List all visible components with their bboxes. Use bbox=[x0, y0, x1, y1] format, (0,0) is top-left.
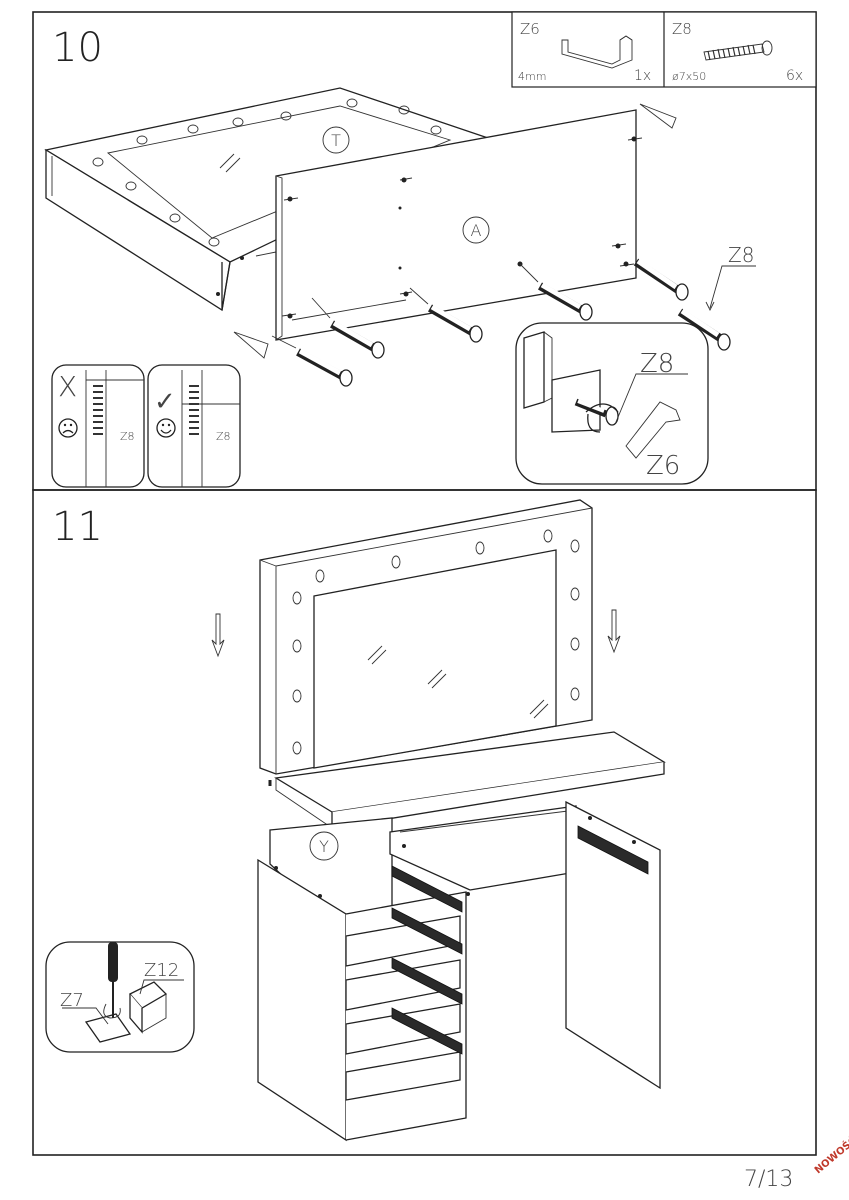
drawer-rail bbox=[391, 825, 649, 1055]
part-z6-qty: 1x bbox=[634, 68, 651, 84]
screwdriver-icon bbox=[108, 942, 118, 1018]
right-tip: ✓ Z8 bbox=[147, 364, 241, 488]
dowel-screw bbox=[311, 297, 385, 359]
parts-legend: Z6 4mm 1x Z8 ø7x50 6x bbox=[511, 11, 817, 88]
panel-t-label: T bbox=[331, 131, 341, 150]
allen-key-icon bbox=[625, 401, 681, 459]
detail-z8-label: Z8 bbox=[640, 349, 674, 379]
part-z8-qty: 6x bbox=[786, 68, 803, 84]
sad-face-icon bbox=[58, 418, 78, 438]
step-11-frame bbox=[32, 489, 817, 1156]
part-z6-size: 4mm bbox=[518, 70, 546, 83]
wrong-mark: X bbox=[58, 370, 77, 403]
desk-body: Y bbox=[257, 800, 661, 1142]
happy-face-icon bbox=[156, 418, 176, 438]
step-10-number: 10 bbox=[52, 25, 103, 71]
back-panel-a: A bbox=[275, 109, 643, 341]
page-number: 7/13 bbox=[744, 1167, 793, 1192]
light-hole bbox=[92, 98, 442, 247]
arrow-icon bbox=[233, 331, 269, 359]
wrong-tip-label: Z8 bbox=[120, 430, 135, 443]
wooden-dowel-screw-icon bbox=[703, 40, 773, 61]
allen-key-icon bbox=[561, 35, 633, 69]
part-z8: Z8 ø7x50 6x bbox=[672, 20, 803, 84]
detail-z8-z6: Z8 Z6 bbox=[515, 322, 709, 485]
new-badge: NOWOŚĆ bbox=[812, 1134, 849, 1177]
dowel-screw bbox=[633, 258, 689, 301]
detail-z7-label: Z7 bbox=[60, 990, 84, 1011]
detail-z7-z12: Z7 Z12 bbox=[45, 941, 195, 1053]
dowel-screw bbox=[271, 335, 353, 387]
part-z6: Z6 4mm 1x bbox=[518, 20, 651, 84]
dowel-screw bbox=[677, 308, 731, 351]
wrong-tip: X Z8 bbox=[51, 364, 145, 488]
arrow-icon bbox=[639, 103, 677, 129]
right-tip-label: Z8 bbox=[216, 430, 231, 443]
dowel-screw bbox=[409, 287, 483, 343]
dowel-screws-z8 bbox=[271, 258, 731, 387]
top-panel-t: T bbox=[44, 87, 490, 312]
part-z6-code: Z6 bbox=[520, 20, 540, 38]
top-shelf bbox=[268, 731, 666, 829]
part-z8-code: Z8 bbox=[672, 20, 692, 38]
callout-z8: Z8 bbox=[705, 243, 756, 312]
right-mark: ✓ bbox=[154, 387, 176, 417]
callout-z8-label: Z8 bbox=[728, 243, 754, 267]
part-z8-size: ø7x50 bbox=[672, 70, 706, 83]
mirror-frame bbox=[259, 499, 593, 775]
step-11-number: 11 bbox=[52, 504, 103, 550]
detail-z12-label: Z12 bbox=[144, 960, 179, 981]
dowel-screw bbox=[519, 263, 593, 321]
panel-y-label: Y bbox=[319, 837, 329, 856]
panel-a-label: A bbox=[471, 221, 482, 240]
detail-z6-label: Z6 bbox=[646, 451, 680, 481]
